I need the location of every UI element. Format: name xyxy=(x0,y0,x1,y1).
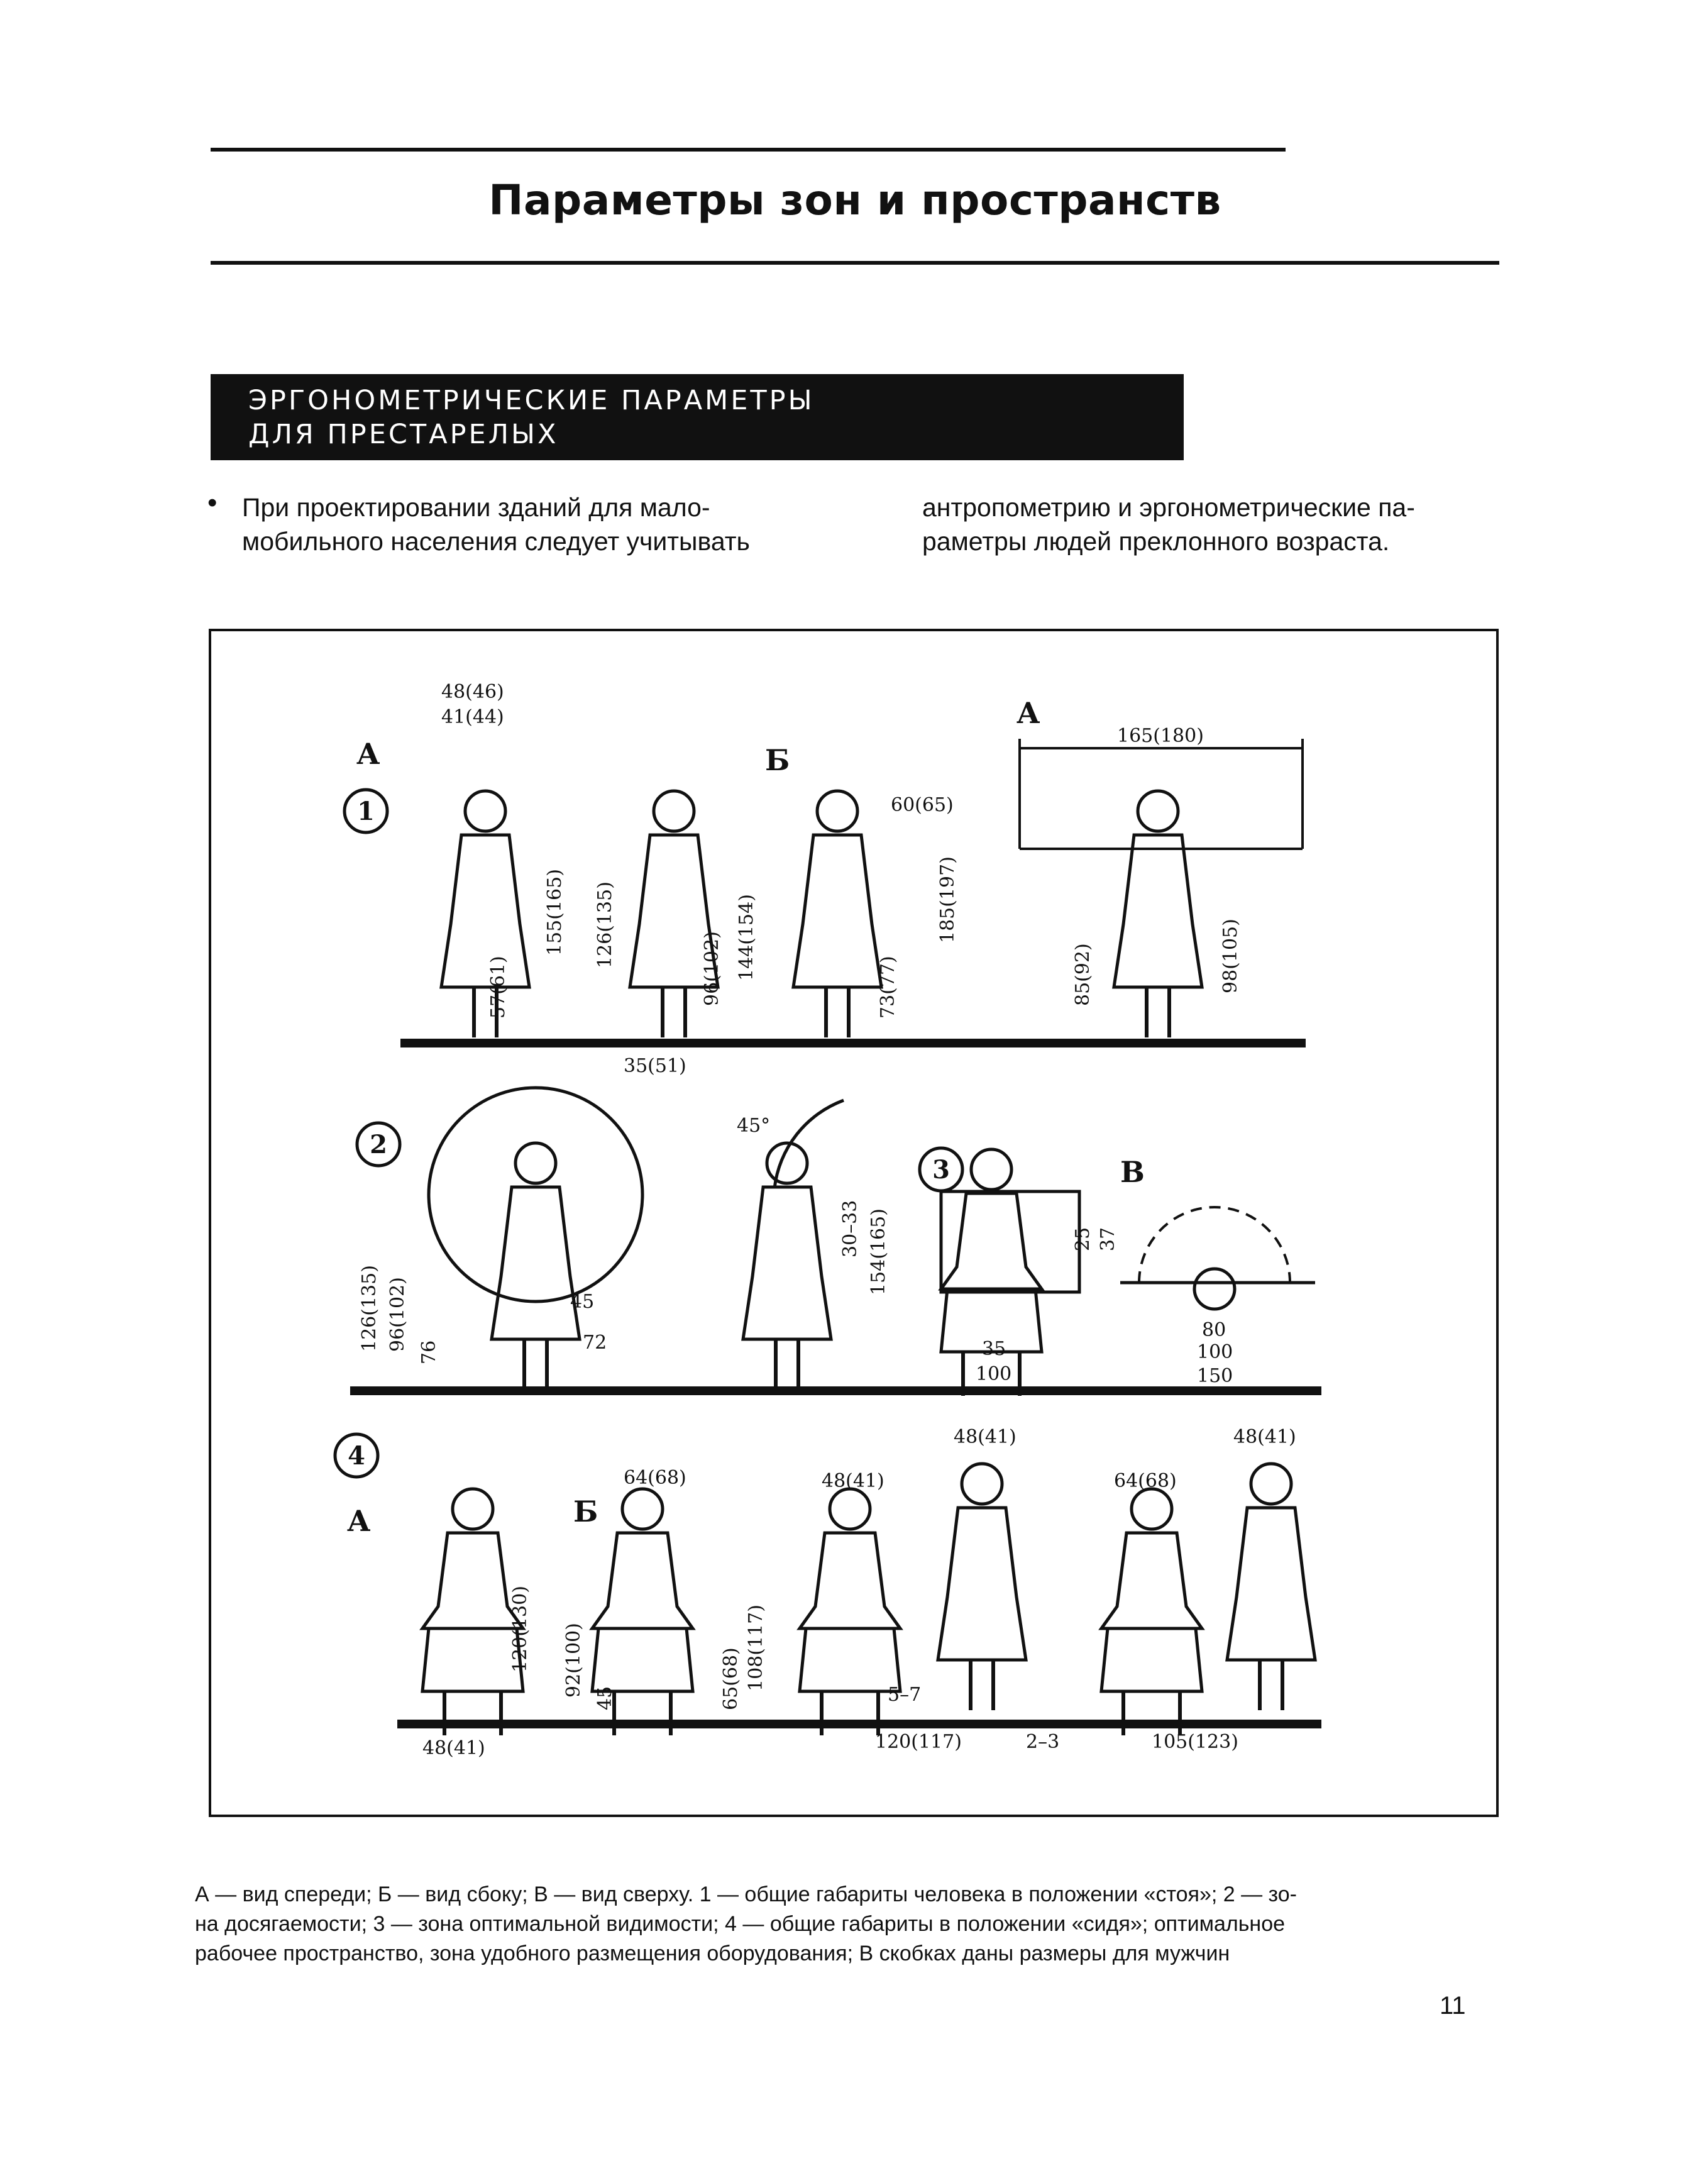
g2-front-figure xyxy=(492,1143,580,1390)
g4-view-b-label: Б xyxy=(573,1495,598,1528)
g3-hatched-zone xyxy=(939,1190,1081,1294)
g2-h126: 126(135) xyxy=(358,1265,380,1352)
g4-h45: 45 xyxy=(594,1686,616,1710)
g1-h155: 155(165) xyxy=(544,869,566,956)
g3-w35: 35 xyxy=(982,1338,1006,1360)
g1-h73: 73(77) xyxy=(877,956,899,1019)
title-rule xyxy=(211,261,1499,265)
g2-angle: 45° xyxy=(737,1115,770,1137)
caption-line3: рабочее пространство, зона удобного разм… xyxy=(195,1942,1230,1965)
g4-h65: 65(68) xyxy=(720,1647,742,1710)
g1-h57: 57(61) xyxy=(487,956,509,1019)
group-3-number: 3 xyxy=(932,1155,950,1185)
g1-reach-figure xyxy=(793,791,881,1037)
g3-h37: 37 xyxy=(1097,1227,1119,1251)
group-1-number: 1 xyxy=(357,797,375,826)
intro-paragraph-left: При проектировании зданий для мало- моби… xyxy=(242,490,836,558)
g2-floor xyxy=(350,1386,1321,1395)
g4-h120: 120(130) xyxy=(509,1586,531,1672)
g1-spread-figure xyxy=(1114,791,1202,1037)
g1-d35: 35(51) xyxy=(624,1055,686,1077)
g4-h108: 108(117) xyxy=(745,1605,767,1691)
g4-w64b: 64(68) xyxy=(1114,1470,1177,1492)
g2-side-figure xyxy=(743,1143,831,1390)
section-heading-line1: ЭРГОНОМЕТРИЧЕСКИЕ ПАРАМЕТРЫ xyxy=(248,385,815,416)
gv-100: 100 xyxy=(1197,1341,1233,1363)
section-heading-line2: ДЛЯ ПРЕСТАРЕЛЫХ xyxy=(248,419,559,450)
g1-view-a-label: А xyxy=(356,737,380,771)
g1-front-figure xyxy=(441,791,529,1037)
section-heading: ЭРГОНОМЕТРИЧЕСКИЕ ПАРАМЕТРЫ ДЛЯ ПРЕСТАРЕ… xyxy=(211,374,1184,460)
group-4-number: 4 xyxy=(348,1441,365,1471)
g1-h185: 185(197) xyxy=(937,856,959,943)
g2-d45: 45 xyxy=(570,1291,594,1313)
g4-standing-front2 xyxy=(1227,1464,1315,1710)
g1-h144: 144(154) xyxy=(736,894,758,981)
gv-reach-arc xyxy=(1138,1206,1291,1283)
g1-view-b-label: Б xyxy=(765,743,790,777)
g1-h98: 98(105) xyxy=(1220,919,1242,993)
figure-caption: А — вид спереди; Б — вид сбоку; В — вид … xyxy=(195,1880,1515,1969)
intro-paragraph-right: антропометрию и эргонометрические па- ра… xyxy=(922,490,1501,558)
g3-h25: 25 xyxy=(1072,1227,1094,1251)
intro-right-line2: раметры людей преклонного возраста. xyxy=(922,527,1390,556)
g4-seated-side2 xyxy=(1101,1489,1202,1735)
g1-a60: 60(65) xyxy=(891,794,954,816)
g4-seated-front xyxy=(422,1489,523,1735)
g2-d72: 72 xyxy=(583,1332,607,1354)
g4-d105: 105(123) xyxy=(1152,1731,1238,1753)
g2-h154: 154(165) xyxy=(868,1208,890,1295)
g4-d23: 2–3 xyxy=(1026,1731,1059,1753)
group-2-number: 2 xyxy=(370,1130,387,1159)
g2-side-reach-arc xyxy=(773,1098,844,1189)
g1-span165: 165(180) xyxy=(1117,725,1204,747)
g4-view-a-label: А xyxy=(347,1504,371,1538)
top-rule xyxy=(211,148,1286,152)
g4-d57: 5–7 xyxy=(888,1684,921,1706)
g2-h76: 76 xyxy=(418,1340,440,1364)
gv-80: 80 xyxy=(1202,1319,1226,1341)
ergonomic-figure: А 1 48(46) 41(44) Б А 165(180) 57(61) 15… xyxy=(333,681,1321,1759)
intro-left-line2: мобильного населения следует учитывать xyxy=(242,527,750,556)
g2-a30: 30–33 xyxy=(839,1200,861,1257)
g2-reach-circle xyxy=(427,1086,644,1303)
g4-d120: 120(117) xyxy=(875,1731,962,1753)
group-1-marker xyxy=(343,788,389,834)
g1-head-outer: 48(46) xyxy=(441,681,504,703)
page-title: Параметры зон и пространств xyxy=(488,176,1221,224)
g1-h85: 85(92) xyxy=(1072,943,1094,1006)
g1-h126: 126(135) xyxy=(594,882,616,968)
g4-floor xyxy=(397,1720,1321,1728)
gv-view-label: В xyxy=(1120,1155,1145,1189)
caption-line1: А — вид спереди; Б — вид сбоку; В — вид … xyxy=(195,1882,1297,1906)
figure-frame xyxy=(209,629,1499,1817)
g4-h92: 92(100) xyxy=(563,1623,585,1698)
gv-head xyxy=(1193,1267,1237,1311)
gv-150: 150 xyxy=(1197,1365,1233,1387)
g4-standing-front xyxy=(938,1464,1026,1710)
group-4-marker xyxy=(333,1432,380,1479)
g1-h96: 96(102) xyxy=(701,931,723,1006)
intro-right-line1: антропометрию и эргонометрические па- xyxy=(922,493,1415,522)
g1-head-inner: 41(44) xyxy=(441,706,504,728)
intro-left-line1: При проектировании зданий для мало- xyxy=(242,493,710,522)
bullet-marker: • xyxy=(207,487,218,518)
g4-seated-front2 xyxy=(800,1489,900,1735)
g2-h96: 96(102) xyxy=(387,1277,409,1352)
group-2-marker xyxy=(355,1121,402,1168)
g4-w64: 64(68) xyxy=(624,1467,686,1489)
g3-w100: 100 xyxy=(976,1363,1011,1385)
page-number: 11 xyxy=(1440,1992,1466,2020)
g4-w48c: 48(41) xyxy=(954,1426,1017,1448)
g1-floor xyxy=(400,1039,1306,1047)
g4-w48d: 48(41) xyxy=(1233,1426,1296,1448)
caption-line2: на досягаемости; 3 — зона оптимальной ви… xyxy=(195,1912,1286,1936)
g4-w48: 48(41) xyxy=(422,1737,485,1759)
g1-view-a2-label: А xyxy=(1017,696,1040,730)
g4-w48b: 48(41) xyxy=(822,1470,884,1492)
g1-reach-box xyxy=(1018,739,1304,850)
